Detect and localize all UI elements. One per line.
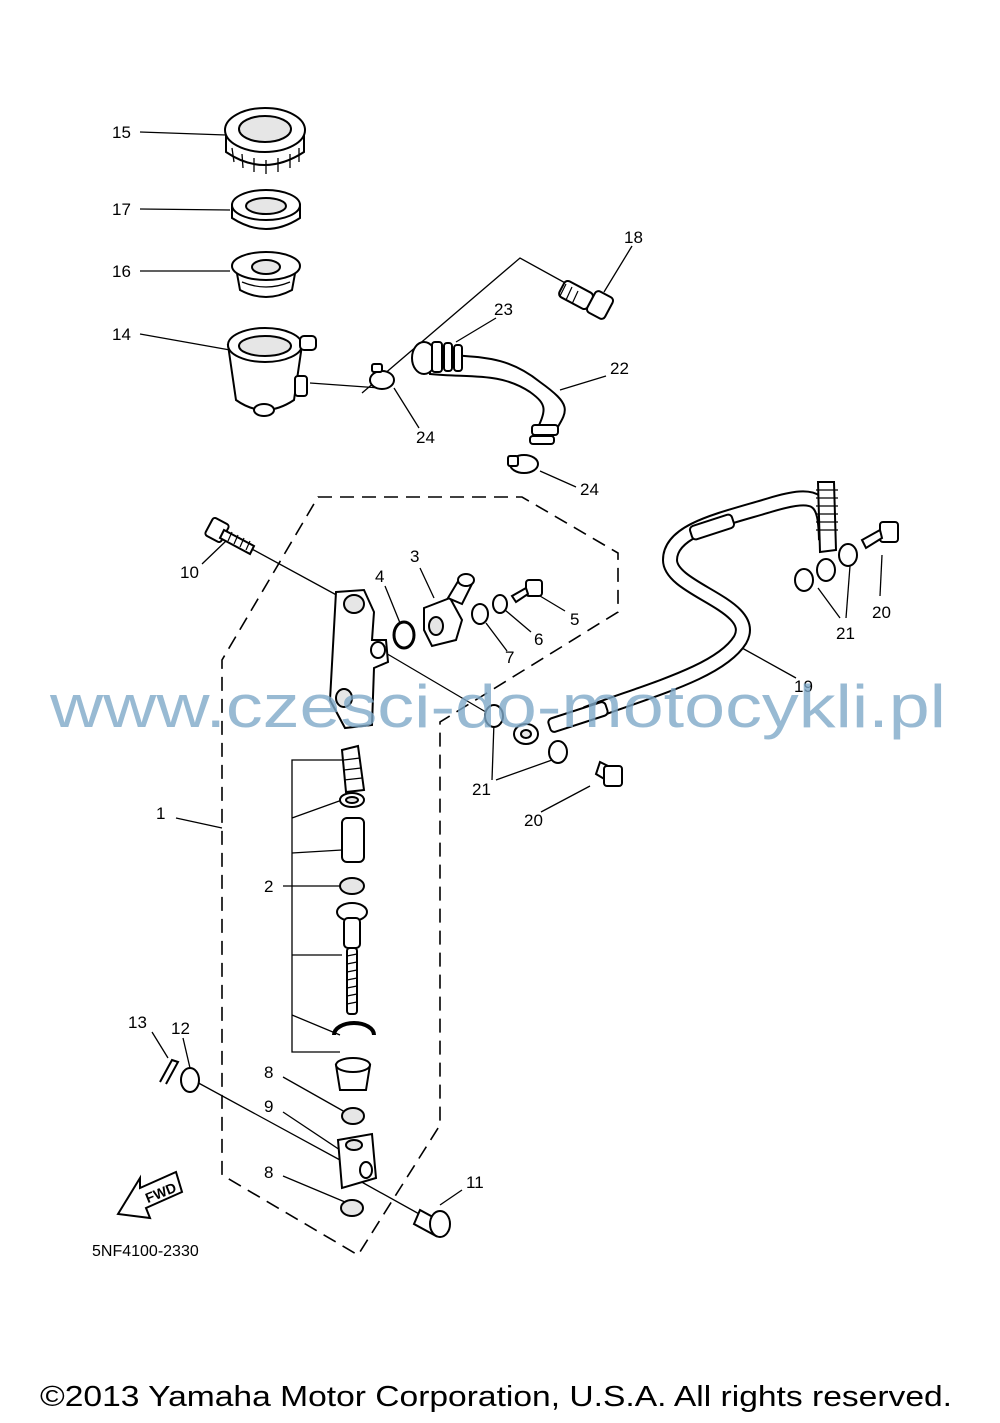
copyright-notice: ©2013 Yamaha Motor Corporation, U.S.A. A…: [40, 1381, 952, 1413]
callout-11: 11: [466, 1173, 484, 1192]
washer-6: [492, 594, 508, 614]
screw-18: [558, 279, 615, 320]
leader-lines: [139, 131, 883, 1221]
callout-18: 18: [624, 228, 643, 247]
callout-labels: 15 17 16 14 18 23 22 24 24 10 3 4 5 6 7 …: [112, 123, 891, 1192]
bolt-10: [204, 517, 256, 556]
clevis-9: [336, 1132, 378, 1190]
callout-20-upper: 20: [872, 603, 891, 622]
callout-21-lower: 21: [472, 780, 491, 799]
reservoir-cap: [224, 107, 306, 174]
part-code: 5NF4100-2330: [92, 1243, 199, 1260]
piston-kit: [332, 744, 376, 1125]
callout-8-lower: 8: [264, 1163, 273, 1182]
callout-4: 4: [375, 567, 384, 586]
washer-12: [180, 1067, 200, 1093]
hose-clip-upper: [369, 363, 395, 390]
hose-clip-lower: [507, 454, 539, 474]
callout-14: 14: [112, 325, 131, 344]
callout-19: 19: [794, 677, 813, 696]
callout-5: 5: [570, 610, 579, 629]
diaphragm-plate: [231, 189, 301, 230]
callout-22: 22: [610, 359, 629, 378]
callout-8-upper: 8: [264, 1063, 273, 1082]
washer-7: [471, 603, 489, 625]
callout-13: 13: [128, 1013, 147, 1032]
callout-7: 7: [505, 648, 514, 667]
union-bolt-20-lower: [594, 760, 623, 787]
union-bolt-20-upper: [860, 521, 899, 550]
diaphragm: [231, 251, 301, 298]
callout-24-upper: 24: [416, 428, 435, 447]
callout-12: 12: [171, 1019, 190, 1038]
master-cylinder-body: [328, 588, 390, 730]
pin-11: [412, 1208, 451, 1238]
callout-2: 2: [264, 877, 273, 896]
callout-20-lower: 20: [524, 811, 543, 830]
reservoir-hose: [411, 341, 566, 445]
callout-1: 1: [156, 804, 165, 823]
washer-21-lower-a: [484, 704, 504, 728]
callout-24-lower: 24: [580, 480, 599, 499]
o-ring-4: [392, 620, 416, 650]
cotter-pin-13: [159, 1058, 180, 1085]
callout-6: 6: [534, 630, 543, 649]
callout-23: 23: [494, 300, 513, 319]
washer-21-upper-b: [838, 543, 858, 567]
fwd-arrow: FWD: [116, 1170, 184, 1220]
washer-21-lower-b: [548, 740, 568, 764]
callout-10: 10: [180, 563, 199, 582]
callout-16: 16: [112, 262, 131, 281]
watermark: www.czesci-do-motocykli.pl: [49, 673, 946, 740]
brake-hose: [513, 481, 838, 745]
callout-15: 15: [112, 123, 131, 142]
screw-5: [510, 579, 543, 604]
callout-3: 3: [410, 547, 419, 566]
washer-21-upper-a: [794, 568, 814, 592]
callout-9: 9: [264, 1097, 273, 1116]
assembly-outline: [221, 496, 619, 1257]
locknut-8-lower: [340, 1199, 364, 1217]
reservoir: [226, 327, 317, 417]
union-3: [423, 573, 475, 648]
callout-21-upper: 21: [836, 624, 855, 643]
callout-17: 17: [112, 200, 131, 219]
